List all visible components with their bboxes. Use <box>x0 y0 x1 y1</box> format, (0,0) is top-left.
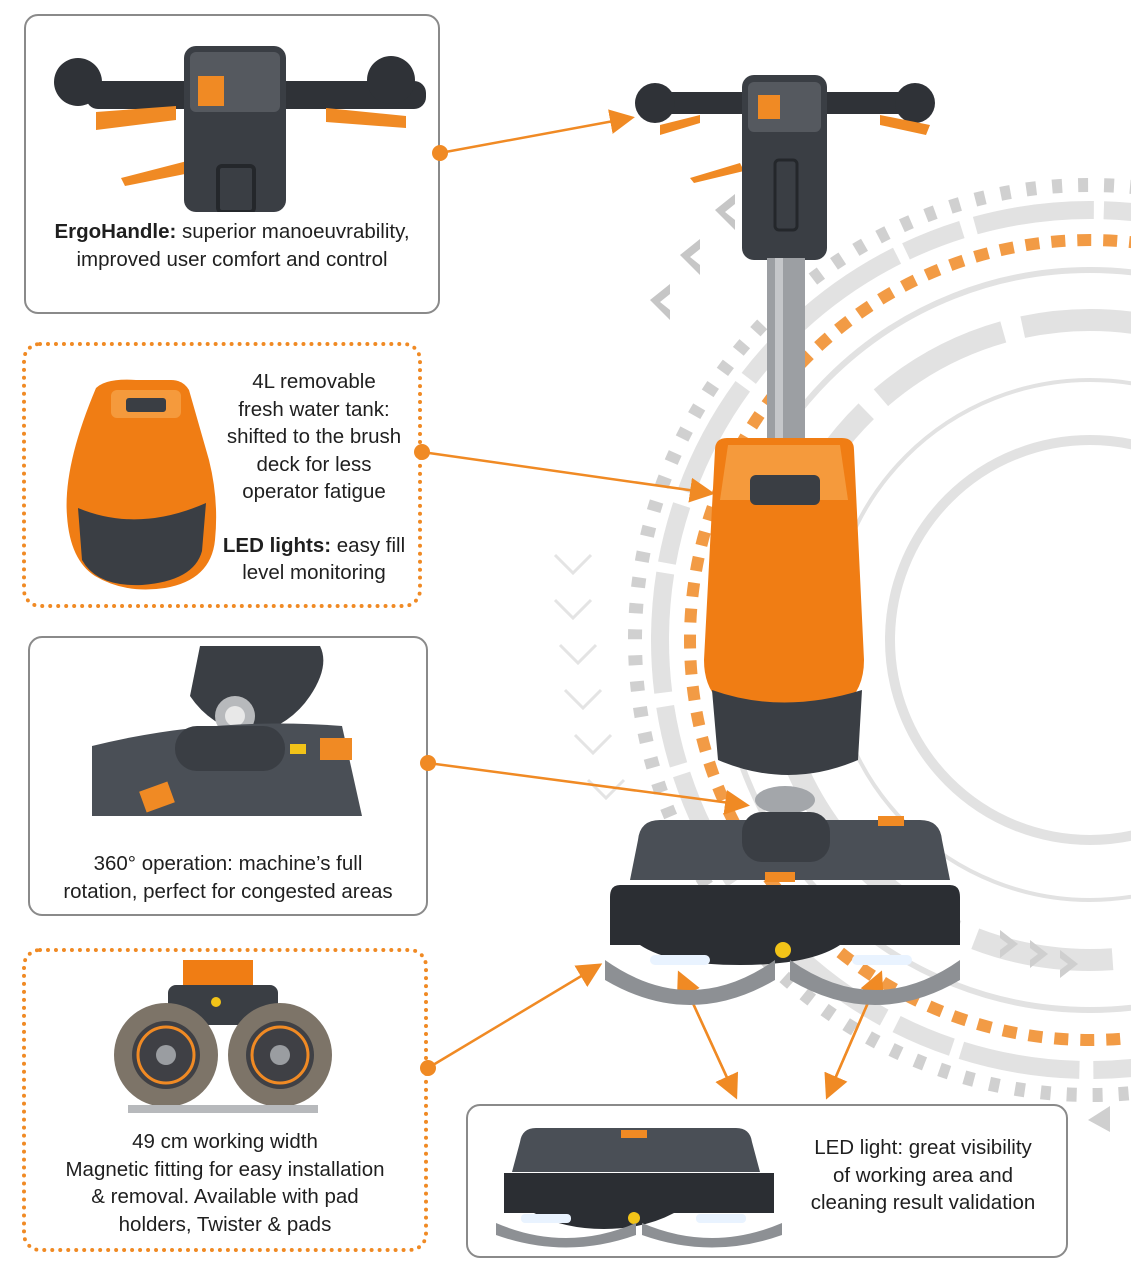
callout-working-width: 49 cm working width Magnetic fitting for… <box>22 948 428 1252</box>
connector-rotation <box>427 761 750 815</box>
led-light-text: LED light: great visibility of working a… <box>798 1134 1048 1217</box>
dot-ergohandle <box>432 145 448 161</box>
machine-swivel-joint <box>755 786 815 814</box>
callout-water-tank: 4L removable fresh water tank: shifted t… <box>22 342 422 608</box>
water-tank-line5: operator fatigue <box>242 480 386 503</box>
working-width-text: 49 cm working width Magnetic fitting for… <box>26 1128 424 1238</box>
water-tank-photo <box>66 379 217 590</box>
connector-working-width <box>427 963 603 1070</box>
rotation-text: 360° operation: machine’s full rotation,… <box>30 850 426 905</box>
led-lights-title: LED lights: <box>222 533 332 557</box>
led-light-line1: LED light: great visibility <box>814 1136 1032 1159</box>
working-width-line3: & removal. Available with pad <box>91 1185 359 1208</box>
rotation-photo <box>92 646 362 816</box>
water-tank-text: 4L removable fresh water tank: shifted t… <box>214 368 414 587</box>
water-tank-line4: deck for less <box>256 452 372 476</box>
led-deck-photo <box>496 1128 782 1248</box>
ergohandle-title: ErgoHandle: <box>54 220 177 243</box>
water-tank-line2: fresh water tank: <box>238 397 390 421</box>
callout-ergohandle: ErgoHandle: superior manoeuvrability, im… <box>24 14 440 314</box>
led-light-line3: cleaning result validation <box>810 1191 1036 1214</box>
led-light-line2: of working area and <box>832 1163 1014 1187</box>
working-width-line2: Magnetic fitting for easy installation <box>65 1157 385 1181</box>
rotation-line2: rotation, perfect for congested areas <box>63 879 393 903</box>
callout-led-light: LED light: great visibility of working a… <box>466 1104 1068 1258</box>
machine-water-tank <box>704 438 864 775</box>
machine-brush-deck <box>605 812 960 1005</box>
working-width-line1: 49 cm working width <box>132 1130 318 1153</box>
callout-rotation: 360° operation: machine’s full rotation,… <box>28 636 428 916</box>
connector-water-tank <box>421 450 715 503</box>
led-lights-body2: level monitoring <box>242 561 386 584</box>
rotation-line1: 360° operation: machine’s full <box>93 852 363 875</box>
led-lights-body1: easy fill <box>336 533 406 557</box>
ergohandle-text: ErgoHandle: superior manoeuvrability, im… <box>26 218 438 273</box>
dot-water-tank <box>414 444 430 460</box>
ergohandle-photo <box>54 46 426 212</box>
machine-handle <box>635 75 935 260</box>
dot-rotation <box>420 755 436 771</box>
working-width-line4: holders, Twister & pads <box>118 1212 332 1236</box>
dot-working-width <box>420 1060 436 1076</box>
connector-ergohandle <box>439 109 635 155</box>
water-tank-line3: shifted to the brush <box>226 425 402 448</box>
machine-pole <box>767 258 805 448</box>
ergohandle-body: superior manoeuvrability, improved user … <box>76 220 410 271</box>
brush-deck-photo <box>114 960 332 1113</box>
water-tank-line1: 4L removable <box>252 370 376 393</box>
